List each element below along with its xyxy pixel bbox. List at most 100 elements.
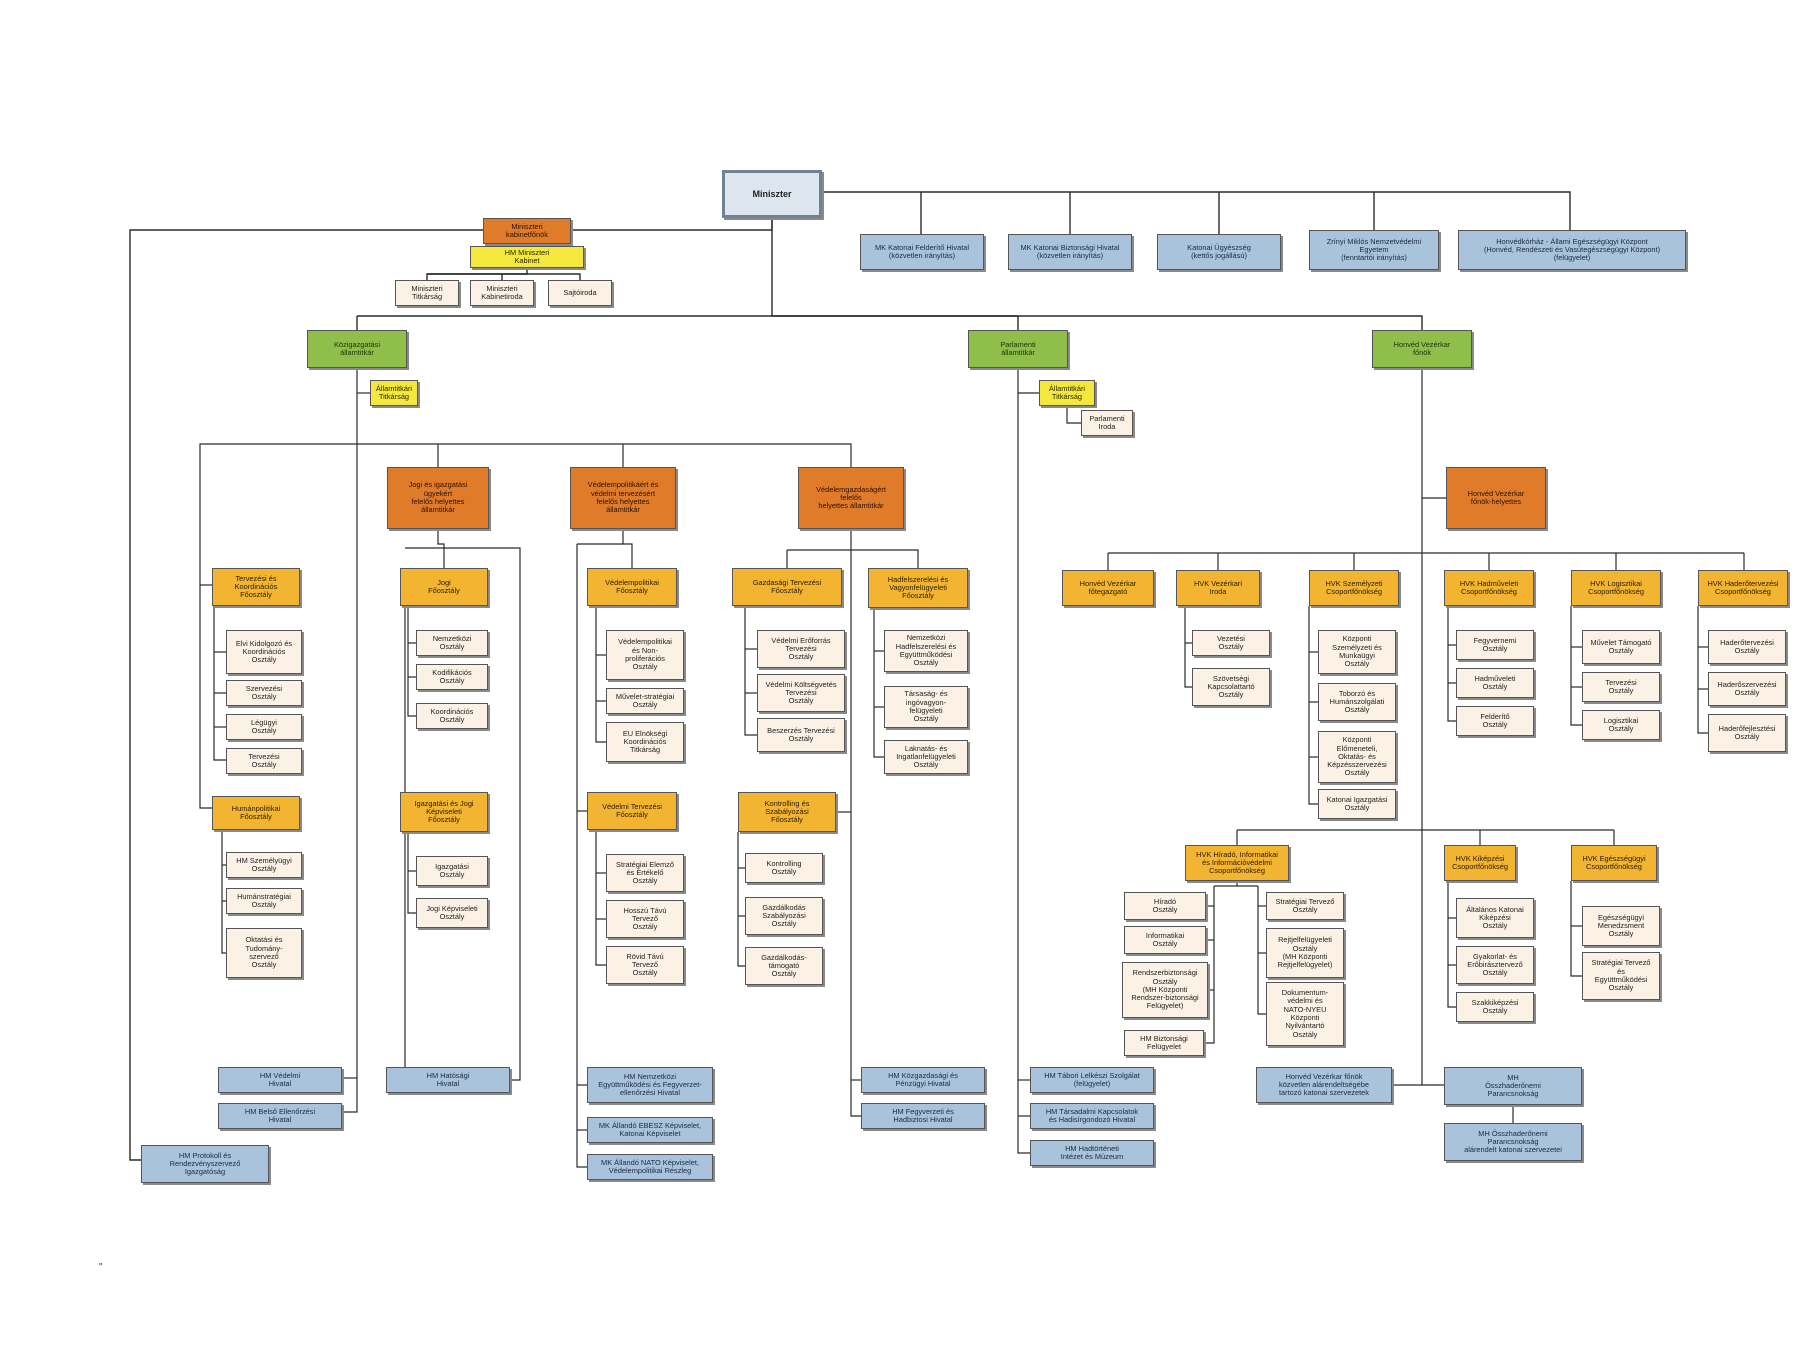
org-box-mkkfh: MK Katonai Felderítő Hivatal (közvetlen … [860,234,984,270]
org-box-b_belso: HM Belső Ellenőrzési Hivatal [218,1103,342,1129]
org-box-ki3: Szakkiképzési Osztály [1456,992,1534,1022]
connector-line [595,606,606,743]
org-box-c2: Gazdálkodás Szabályozási Osztály [745,897,823,935]
connector-line [787,549,919,568]
org-box-b_kozgazd: HM Közgazdasági és Pénzügyi Hivatal [861,1067,985,1093]
org-box-hm3: Felderítő Osztály [1456,706,1534,736]
connector-line [405,547,521,1081]
org-box-c1: Kontrolling Osztály [745,853,823,883]
org-box-parl: Parlamenti államtitkár [968,330,1068,368]
org-box-sz2: Toborzó és Humánszolgálati Osztály [1318,683,1396,721]
footnote-mark: " [99,1262,103,1273]
org-box-hf2: Haderőszervezési Osztály [1708,672,1786,706]
org-box-f2: Társaság- és ingóvagyon- felügyeleti Osz… [884,686,968,728]
org-box-hvk_hirado: HVK Híradó, Informatikai és Információvé… [1185,845,1289,881]
connector-line [1308,606,1318,805]
org-box-sajtoiroda: Sajtóiroda [548,280,612,306]
org-box-b_nemzk: HM Nemzetközi Együttműködési és Fegyverz… [587,1067,713,1103]
connector-line [1570,881,1582,977]
org-box-b_hvkf_alarend: Honvéd Vezérkar főnök közvetlen alárende… [1256,1067,1392,1103]
org-box-hi6: Rejtjelfelügyeleti Osztály (MH Központi … [1266,928,1344,978]
org-box-ki1: Általános Katonai Kiképzési Osztály [1456,898,1534,938]
org-box-gazd_fo: Gazdasági Tervezési Főosztály [732,568,842,606]
connector-line [1447,606,1456,722]
org-box-hi4: HM Biztonsági Felügyelet [1124,1030,1204,1056]
connector-line [822,191,1571,230]
org-box-b_hadtort: HM Hadtörténeti Intézet és Múzeum [1030,1140,1154,1166]
org-box-j2: Kodifikációs Osztály [416,664,488,690]
org-box-hvk_haderofejl: HVK Haderőtervezési Csoportfőnökség [1698,570,1788,606]
connector-line [1697,606,1708,734]
org-box-hf3: Haderőfejlesztési Osztály [1708,714,1786,752]
org-box-minkabiroda: Miniszteri Kabinetiroda [470,280,534,306]
org-box-k4: Tervezési Osztály [226,748,302,774]
connector-line [622,529,633,568]
org-box-b_tarsad: HM Társadalmi Kapcsolatok és Hadisírgond… [1030,1103,1154,1129]
connector-line [744,606,757,736]
org-box-igazg_fo: Igazgatási és Jogi Képviseleti Főosztály [400,792,488,832]
org-box-b_tabori: HM Tábori Lelkészi Szolgálat (felügyelet… [1030,1067,1154,1093]
org-box-g2: Védelmi Költségvetés Tervezési Osztály [757,674,845,712]
org-box-tervezesi_fo: Tervezési és Koordinációs Főosztály [212,568,300,606]
org-box-mkkbh: MK Katonai Biztonsági Hivatal (közvetlen… [1008,234,1132,270]
org-box-k2: Szervezési Osztály [226,680,302,706]
org-box-g1: Védelmi Erőforrás Tervezési Osztály [757,630,845,668]
org-box-b_protokoll: HM Protokoll és Rendezvényszervező Igazg… [141,1145,269,1183]
org-box-v3: EU Elnökségi Koordinációs Titkárság [606,722,684,762]
connector-line [199,443,357,809]
org-box-lo3: Logisztikai Osztály [1582,710,1660,740]
org-box-parl_titk: Államtitkári Titkárság [1039,380,1095,406]
org-box-t1: Stratégiai Elemző és Értékelő Osztály [606,854,684,892]
org-box-human_fo: Humánpolitikai Főosztály [212,796,300,830]
org-box-hvk_eu: HVK Egészségügyi Csoportfőnökség [1571,845,1657,881]
org-box-hmkabinet: HM Miniszteri Kabinet [470,246,584,268]
connector-line [1257,886,1266,1015]
org-box-t2: Hosszú Távú Tervező Osztály [606,900,684,938]
org-box-hm2: Hadműveleti Osztály [1456,668,1534,698]
org-box-h3: Oktatási és Tudomány- szervező Osztály [226,928,302,978]
org-box-ir2: Szövetségi Kapcsolattartó Osztály [1192,668,1270,706]
org-box-v2: Művelet-stratégiai Osztály [606,688,684,714]
org-box-eu2: Stratégiai Tervező és Együttműködési Osz… [1582,952,1660,1000]
org-box-hi5: Stratégiai Tervező Osztály [1266,892,1344,920]
org-box-hi3: Rendszerbiztonsági Osztály (MH Központi … [1122,962,1208,1018]
org-box-kozig_titk: Államtitkári Titkárság [370,380,418,406]
org-box-kabinetfonok: Miniszteri kabinetfőnök [483,218,571,244]
org-box-k1: Elvi Kidolgozó és Koordinációs Osztály [226,630,302,674]
org-box-hvkf_h: Honvéd Vezérkar főnök-helyettes [1446,467,1546,529]
connector-line [873,608,884,758]
org-box-vedterv_fo: Védelmi Tervezési Főosztály [587,792,677,830]
org-box-c3: Gazdálkodás- támogató Osztály [745,947,823,985]
org-box-hvk_kikepz: HVK Kiképzési Csoportfőnökség [1444,845,1516,881]
org-box-lo1: Művelet Támogató Osztály [1582,630,1660,664]
org-box-ugyeszseg: Katonai Ügyészség (kettős jogállású) [1157,234,1281,270]
org-box-v1: Védelempolitikai és Non- proliferációs O… [606,630,684,680]
org-box-i1: Igazgatási Osztály [416,856,488,886]
connector-line [1447,881,1456,1008]
org-box-hi2: Informatikai Osztály [1124,926,1206,954]
org-box-b_mhop: MH Összhaderőnemi Parancsnokság [1444,1067,1582,1105]
org-box-f3: Laknatás- és Ingatlanfelügyeleti Osztály [884,740,968,774]
org-box-mintitkarsag: Miniszteri Titkárság [395,280,459,306]
org-box-j1: Nemzetközi Osztály [416,630,488,656]
connector-line [1392,368,1423,1086]
org-box-vedpol_fo: Védelempolitikai Főosztály [587,568,677,606]
org-box-hvkf: Honvéd Vezérkar főnök [1372,330,1472,368]
org-box-hi7: Dokumentum- védelmi és NATO-NYEU Központ… [1266,982,1344,1046]
org-box-kozig: Közigazgatási államtitkár [307,330,407,368]
connector-line [437,529,445,568]
org-box-h1: HM Személyügyi Osztály [226,852,302,878]
org-box-g3: Beszerzés Tervezési Osztály [757,718,845,752]
connector-line [595,830,606,966]
connector-line [213,606,226,761]
org-box-i2: Jogi Képviseleti Osztály [416,898,488,928]
org-box-lo2: Tervezési Osztály [1582,672,1660,702]
org-box-hvk_iroda: HVK Vezérkari Iroda [1176,570,1260,606]
connector-line [1066,406,1081,424]
connector-line [129,229,483,1161]
org-box-b_nato: MK Állandó NATO Képviselet, Védelempolit… [587,1154,713,1180]
org-box-b_vedelmi: HM Védelmi Hivatal [218,1067,342,1093]
org-box-sz3: Központi Előmeneteli, Oktatás- és Képzés… [1318,731,1396,783]
